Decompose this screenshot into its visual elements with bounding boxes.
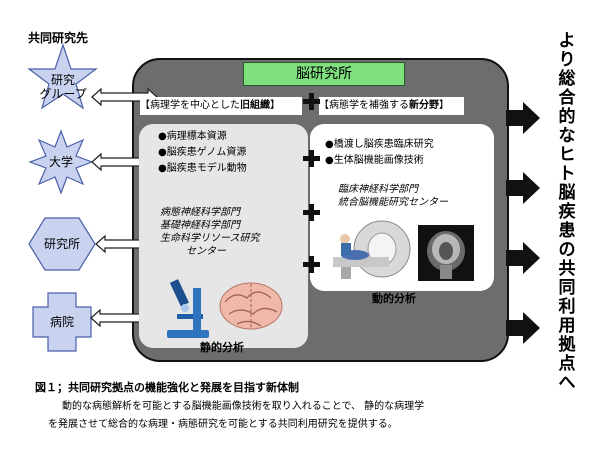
vertical-goal-text-content: より総合的なヒト脳疾患の共同利用拠点へ [558, 31, 576, 393]
octagram-shape [28, 129, 94, 195]
caption-line: を発展させて総合的な病理・病態研究を可能とする共同利用研究を提供する。 [48, 419, 398, 430]
output-arrow-4 [506, 312, 540, 344]
left-item: ●脳疾患ゲノム資源 [158, 147, 247, 158]
vertical-goal-text: より総合的なヒト脳疾患の共同利用拠点へ [556, 32, 578, 393]
output-arrow-1 [506, 102, 540, 134]
left-dept: 病態神経科学部門 [160, 207, 240, 218]
figure-caption-body: 動的な病態解析を可能とする脳機能画像技術を取り入れることで、 静的な病理学 を発… [48, 398, 568, 434]
right-dept-list: 臨床神経科学部門 統合脳機能研究センター [338, 183, 448, 209]
cross-shape [32, 292, 92, 352]
right-dept: 統合脳機能研究センター [338, 197, 448, 208]
center-title: 脳研究所 [243, 62, 405, 86]
mri-scan-image [418, 225, 474, 281]
left-dept: センター [186, 246, 226, 257]
static-analysis-label: 静的分析 [200, 341, 244, 354]
partners-title: 共同研究先 [28, 31, 89, 45]
left-item: ●病理標本資源 [158, 131, 227, 142]
microscope-icon [167, 279, 209, 338]
plus-sign-bottom [303, 256, 320, 273]
dynamic-analysis-label: 動的分析 [372, 292, 416, 305]
right-header: 【病態学を補強する新分野】 [319, 97, 464, 115]
plus-sign-top [303, 93, 320, 110]
mri-scanner-icon [333, 220, 411, 279]
plus-sign-mid2 [303, 204, 320, 221]
right-dept: 臨床神経科学部門 [338, 184, 418, 195]
plus-sign-mid1 [303, 150, 320, 167]
right-resource-list: ●橋渡し脳疾患臨床研究 ●生体脳機能画像技術 [325, 137, 434, 169]
left-header-prefix: 【病理学を中心とした [140, 100, 240, 111]
left-dept-list: 病態神経科学部門 基礎神経科学部門 生命科学リソース研究 センター [160, 206, 260, 258]
left-dept: 生命科学リソース研究 [160, 233, 260, 244]
output-arrow-2 [506, 172, 540, 204]
hexagon-shape [28, 217, 96, 271]
partner-label-group: 研究 グループ [39, 73, 87, 101]
left-item: ●脳疾患モデル動物 [158, 163, 247, 174]
right-item: ●生体脳機能画像技術 [325, 155, 424, 166]
output-arrow-3 [506, 242, 540, 274]
left-header-suffix: 】 [270, 100, 280, 111]
right-header-emph: 新分野 [409, 100, 439, 111]
figure-caption-title: 図１；共同研究拠点の機能強化と発展を目指す新体制 [35, 381, 299, 394]
right-header-prefix: 【病態学を補強する [319, 100, 409, 111]
caption-line: 動的な病態解析を可能とする脳機能画像技術を取り入れることで、 静的な病理学 [62, 401, 425, 412]
left-dept: 基礎神経科学部門 [160, 220, 240, 231]
star-shape [27, 43, 98, 110]
brain-icon [219, 282, 283, 330]
right-header-suffix: 】 [439, 100, 449, 111]
partner-label-university: 大学 [48, 155, 73, 169]
left-resource-list: ●病理標本資源 ●脳疾患ゲノム資源 ●脳疾患モデル動物 [158, 129, 247, 177]
right-item: ●橋渡し脳疾患臨床研究 [325, 139, 434, 150]
partner-label-institute: 研究所 [43, 237, 80, 251]
left-header: 【病理学を中心とした旧組織】 [140, 97, 302, 115]
left-header-emph: 旧組織 [240, 100, 270, 111]
partner-label-hospital: 病院 [49, 315, 74, 329]
